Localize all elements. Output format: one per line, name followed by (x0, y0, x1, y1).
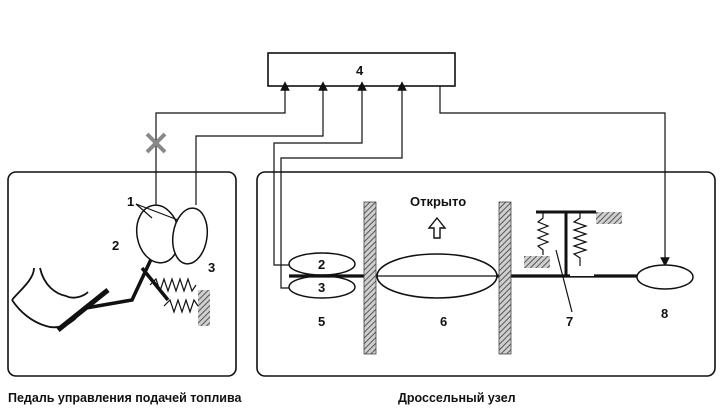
ecu-block: 4 (267, 52, 456, 87)
throttle-body-wall-left (363, 201, 377, 355)
ecu-to-motor-wire (439, 86, 670, 267)
label-2-throttle: 2 (318, 257, 325, 272)
label-6: 6 (440, 314, 447, 329)
throttle-caption: Дроссельный узел (398, 391, 516, 405)
label-7: 7 (566, 314, 573, 329)
label-8: 8 (661, 306, 668, 321)
throttle-return-spring (524, 210, 622, 313)
cross-icon (145, 132, 167, 154)
label-3: 3 (208, 260, 215, 275)
label-1: 1 (127, 194, 134, 209)
open-direction-label: Открыто (410, 194, 466, 209)
label-2: 2 (112, 238, 119, 253)
throttle-valve (376, 253, 498, 299)
throttle-body-wall-right (498, 201, 512, 355)
pedal-group-frame (7, 171, 237, 377)
throttle-group-frame (256, 171, 716, 377)
label-3-throttle: 3 (318, 280, 325, 295)
label-5: 5 (318, 314, 325, 329)
throttle-motor (636, 264, 694, 290)
pedal-caption: Педаль управления подачей топлива (8, 391, 243, 405)
accelerator-pedal (11, 210, 198, 332)
pedal-signal-wires (155, 81, 328, 210)
pedal-position-sensors (135, 203, 209, 265)
arrow-up-outline-icon (427, 216, 447, 239)
throttle-signal-wires (273, 81, 407, 289)
throttle-position-sensors: 2 3 (288, 252, 356, 299)
ecu-label: 4 (356, 63, 364, 78)
pedal-return-springs (149, 277, 210, 326)
